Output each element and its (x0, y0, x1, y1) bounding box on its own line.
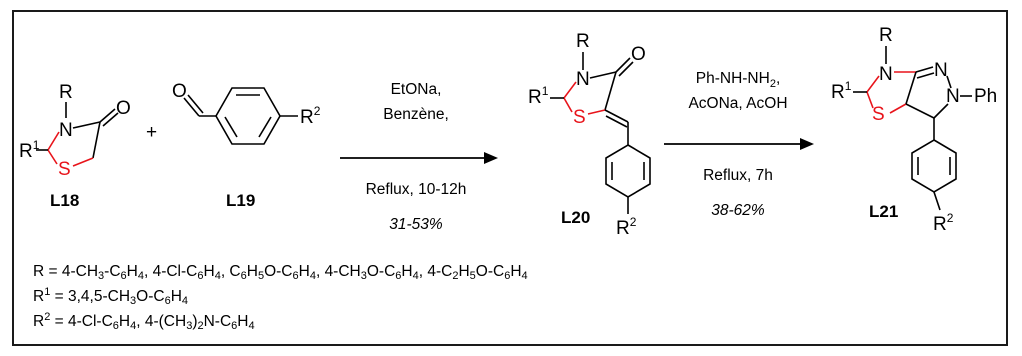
l18-n-c-bond (72, 121, 101, 129)
l20-exo-bond (604, 109, 629, 123)
l18-r1-label: R1 (19, 138, 40, 162)
l18-r-label: R (59, 82, 73, 103)
l18-co-bond2 (102, 112, 119, 127)
l19-ring-db3 (224, 116, 238, 138)
r2-reagent-2: AcONa, AcOH (688, 95, 787, 112)
l19-cho-bond2 (187, 94, 204, 114)
compound-l20 (550, 52, 651, 214)
substituent-r2-line: R2 = 4-Cl-C6H4, 4-(CH3)2N-C6H4 (33, 312, 255, 332)
l21-fused-bond (905, 71, 917, 105)
l18-s-ch2-bond (72, 157, 94, 167)
l20-r-label: R (576, 31, 590, 52)
l21-n1-label: N (879, 64, 893, 85)
l18-c2-s-bond (47, 149, 58, 165)
l18-o-label: O (116, 98, 131, 119)
l20-n-c2-bond (563, 81, 577, 99)
l20-compound-label: L20 (561, 208, 590, 227)
r2-conditions: Reflux, 7h (703, 167, 773, 184)
l21-n3-label: N (946, 86, 960, 107)
l20-n-label: N (576, 69, 590, 90)
substituent-r-text: R = 4-CH3-C6H4, 4-Cl-C6H4, C6H5O-C6H4, 4… (33, 263, 528, 282)
l21-n2-label: N (934, 60, 948, 81)
l20-s-c5-bond (587, 109, 606, 115)
substituent-r1-line: R1 = 3,4,5-CH3O-C6H4 (33, 287, 188, 307)
l20-n-c-bond (589, 71, 617, 79)
l18-compound-label: L18 (50, 191, 79, 210)
substituent-r2-text: R2 = 4-Cl-C6H4, 4-(CH3)2N-C6H4 (33, 311, 255, 332)
l21-r1-label: R1 (831, 79, 852, 103)
l20-s-label: S (573, 107, 586, 128)
l18-ch2-bond (92, 121, 101, 159)
l20-c5-bond (604, 71, 617, 111)
substituent-r-line: R = 4-CH3-C6H4, 4-Cl-C6H4, C6H5O-C6H4, 4… (33, 262, 528, 282)
r1-yield: 31-53% (389, 216, 443, 233)
l20-c2-s-bond (563, 97, 573, 113)
compound-l19 (183, 87, 298, 145)
r1-reagent-2: Benzène, (383, 106, 449, 123)
l19-r2-label: R2 (300, 104, 321, 128)
compound-l18 (36, 102, 119, 167)
l18-n-c2-bond (47, 131, 60, 151)
l21-n-ch-bond (933, 103, 949, 119)
reaction-arrow-1-head (484, 152, 498, 164)
l18-co-bond (99, 108, 116, 123)
l19-o-label: O (172, 81, 187, 102)
l21-nn-bond (946, 75, 952, 89)
l21-cn-bond2 (916, 72, 935, 79)
plus-sign: + (146, 122, 157, 143)
l21-ch-ch-bond (905, 103, 935, 119)
l21-compound-label: L21 (869, 202, 898, 221)
l21-ph-label: Ph (974, 86, 997, 107)
compound-l21 (853, 46, 972, 211)
reaction-arrow-2-head (800, 138, 814, 150)
l21-r2-bond (933, 191, 941, 211)
r1-reagent-1: EtONa, (391, 81, 442, 98)
l21-n-c2-bond (866, 75, 880, 93)
l18-s-label: S (58, 159, 71, 180)
r2-yield: 38-62% (711, 202, 765, 219)
l20-r1-label: R1 (528, 84, 549, 108)
l21-c2-s-bond (866, 91, 874, 109)
l20-exo-bond2 (605, 115, 628, 128)
l18-n-label: N (59, 120, 73, 141)
l20-o-label: O (631, 44, 646, 65)
l19-cho-bond (183, 97, 200, 117)
l20-co-bond2 (618, 61, 634, 77)
l21-r2-label: R2 (933, 211, 954, 235)
r2-reagent-1: Ph-NH-NH2, (696, 70, 781, 90)
l21-cn-bond (915, 66, 934, 73)
l21-s-label: S (872, 104, 885, 125)
l19-compound-label: L19 (226, 191, 255, 210)
l21-r-label: R (879, 25, 893, 46)
l20-co-bond (615, 57, 631, 73)
substituent-r1-text: R1 = 3,4,5-CH3O-C6H4 (33, 286, 189, 307)
l19-benzene-ring (215, 87, 281, 145)
scheme-frame (12, 10, 1008, 346)
l19-ring-db2 (258, 116, 272, 138)
l21-s-c-bond (889, 103, 907, 114)
r1-conditions: Reflux, 10-12h (366, 181, 467, 198)
l20-r2-label: R2 (616, 215, 637, 239)
